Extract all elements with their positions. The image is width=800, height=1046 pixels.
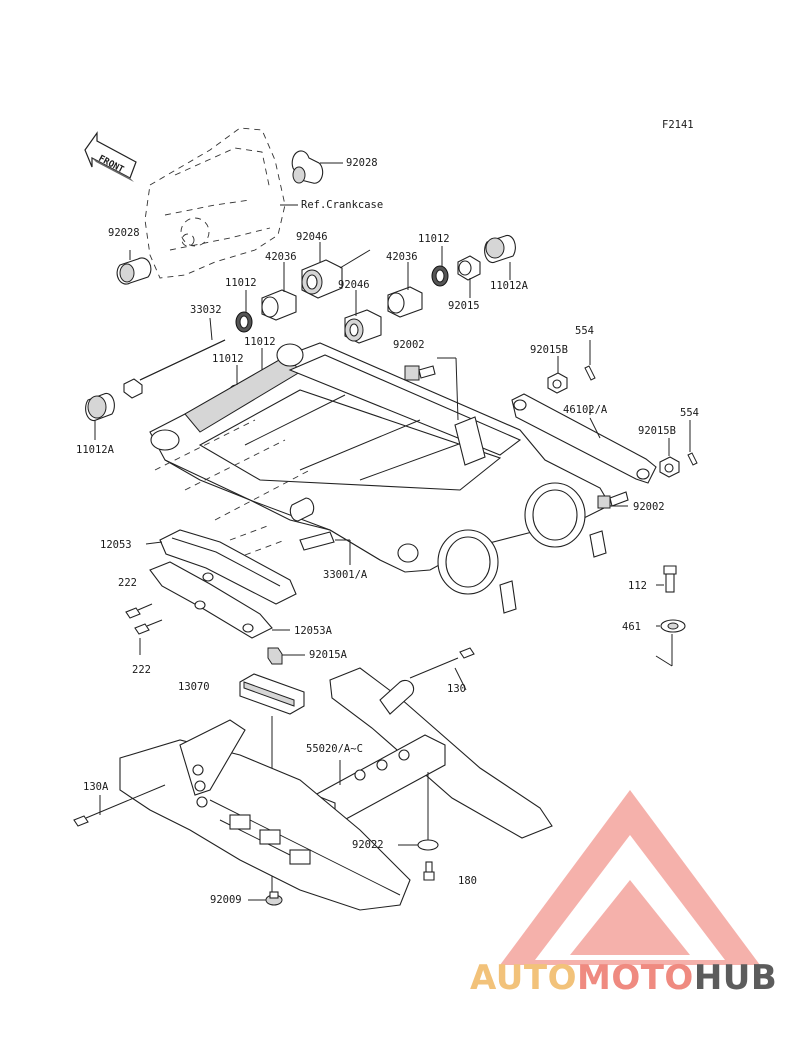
label-130A: 130A — [83, 781, 109, 793]
nut-92015B-right — [659, 456, 680, 478]
cap-11012A-right — [484, 234, 516, 264]
label-92022: 92022 — [352, 839, 384, 851]
bolt-180 — [423, 861, 435, 881]
bushing-92028-left — [116, 250, 152, 285]
bolt-92002-top — [404, 365, 436, 381]
label-92002-top: 92002 — [393, 339, 425, 351]
label-11012-a: 11012 — [225, 277, 257, 289]
label-92028-top: 92028 — [346, 157, 378, 169]
label-130: 130 — [447, 683, 466, 695]
cap-11012A-left — [85, 392, 115, 422]
figure-code: F2141 — [662, 119, 694, 131]
label-92015: 92015 — [448, 300, 480, 312]
chain-guard-55020AC — [314, 667, 553, 849]
seal-11012-left-upper — [235, 311, 253, 333]
label-92046-a: 92046 — [296, 231, 328, 243]
watermark-moto: MOTO — [576, 958, 694, 998]
pivot-shaft-33032 — [123, 317, 226, 399]
watermark-auto: AUTO — [470, 958, 577, 998]
watermark-text: AUTOMOTOHUB — [470, 958, 777, 998]
label-92015B-top: 92015B — [530, 344, 568, 356]
front-arrow-icon: FRONT — [84, 131, 137, 182]
crankcase-reference — [144, 127, 298, 279]
reference-crankcase-label: Ref.Crankcase — [301, 199, 383, 211]
label-92015A: 92015A — [309, 649, 348, 661]
label-222-bottom: 222 — [132, 664, 151, 676]
label-46102A: 46102/A — [563, 404, 608, 416]
cotter-pin-554-top — [584, 340, 596, 381]
grommet-92009 — [248, 891, 283, 906]
label-13070: 13070 — [178, 681, 210, 693]
label-92009: 92009 — [210, 894, 242, 906]
label-92015B-right: 92015B — [638, 425, 676, 437]
label-11012A-right: 11012A — [490, 280, 529, 292]
bolt-112 — [656, 565, 677, 593]
sleeve-42036-right — [387, 286, 423, 318]
label-461: 461 — [622, 621, 641, 633]
nut-92015B-top — [547, 372, 568, 394]
label-92028-left: 92028 — [108, 227, 140, 239]
guide-13070 — [239, 673, 305, 895]
label-33001A: 33001/A — [323, 569, 368, 581]
label-554-right: 554 — [680, 407, 699, 419]
chain-case — [119, 719, 411, 911]
washer-461 — [655, 619, 686, 667]
sleeve-42036-left — [261, 289, 297, 321]
watermark-logo-icon — [500, 790, 760, 965]
needle-bearing-92046-lower — [344, 309, 382, 344]
bolt-130 — [409, 647, 475, 691]
chain-slider-12053A — [149, 561, 290, 639]
leader-lines — [94, 242, 670, 456]
screw-222-bottom — [134, 619, 163, 655]
swingarm-33001A — [149, 342, 611, 614]
label-112: 112 — [628, 580, 647, 592]
label-33032: 33032 — [190, 304, 222, 316]
label-180: 180 — [458, 875, 477, 887]
chain-slider-12053 — [145, 529, 297, 605]
label-92046-b: 92046 — [338, 279, 370, 291]
label-222-top: 222 — [118, 577, 137, 589]
bolt-92002-right — [597, 491, 629, 509]
collar-92015 — [457, 255, 481, 281]
label-11012-d: 11012 — [212, 353, 244, 365]
label-12053A: 12053A — [294, 625, 333, 637]
block-92015A — [267, 647, 305, 665]
seal-11012-right-upper — [431, 265, 449, 287]
needle-bearing-92046-upper — [301, 249, 371, 299]
tie-rod-46102A — [511, 393, 657, 484]
label-12053: 12053 — [100, 539, 132, 551]
part-number-labels: F2141 92028 Ref.Crankcase 92028 92046 42… — [76, 119, 699, 906]
label-11012-c: 11012 — [244, 336, 276, 348]
label-554-top: 554 — [575, 325, 594, 337]
bushing-92028-top — [291, 150, 343, 184]
screw-222-top — [125, 603, 153, 619]
label-92002-right: 92002 — [633, 501, 665, 513]
bolt-130A — [73, 784, 166, 827]
label-11012-b: 11012 — [418, 233, 450, 245]
washer-92022 — [398, 772, 439, 851]
label-42036-b: 42036 — [386, 251, 418, 263]
label-42036-a: 42036 — [265, 251, 297, 263]
label-11012A-left: 11012A — [76, 444, 115, 456]
watermark-hub: HUB — [693, 958, 778, 998]
cotter-pin-554-right — [687, 420, 698, 466]
label-55020AC: 55020/A~C — [306, 743, 363, 755]
